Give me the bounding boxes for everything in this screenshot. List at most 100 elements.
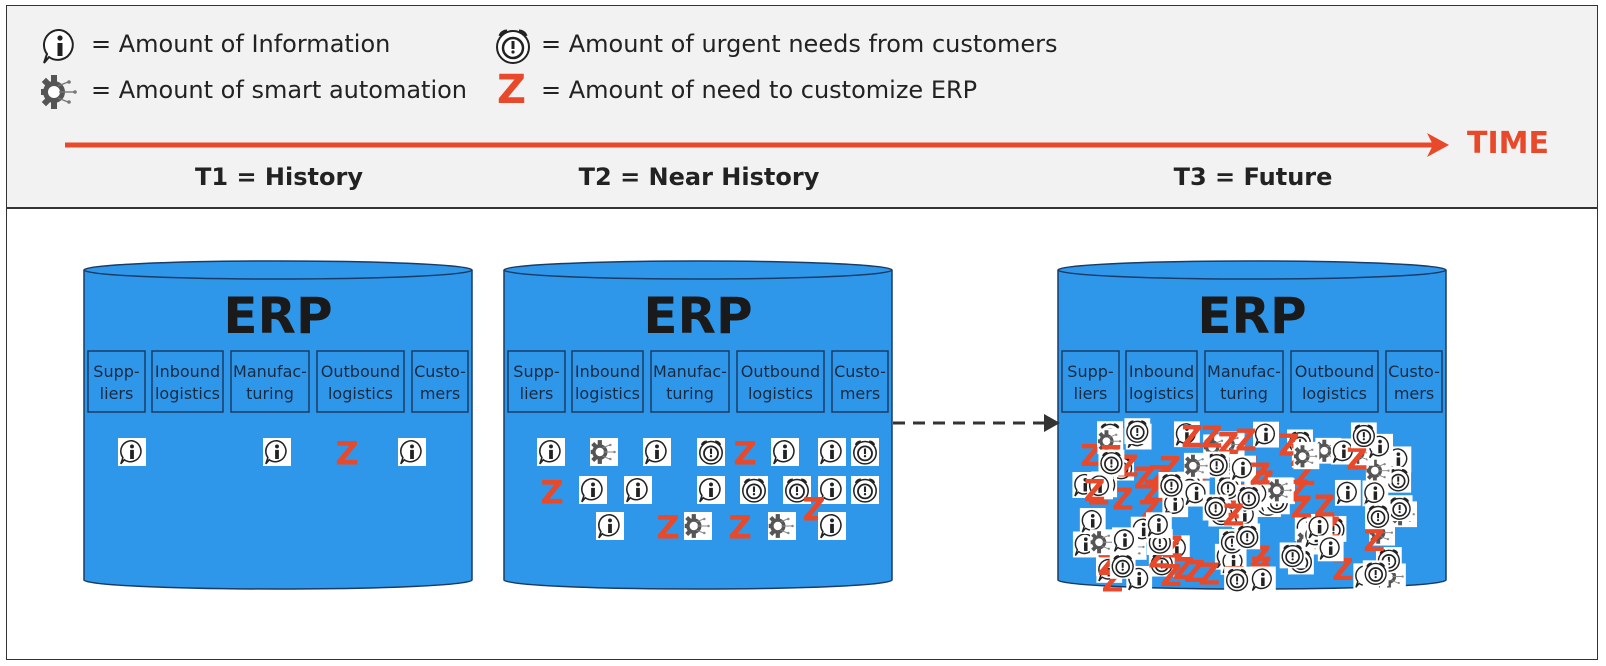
legend-customize-text: = Amount of need to customize ERP (541, 76, 978, 104)
smart-automation-icon (1267, 477, 1294, 504)
customize-z-icon: Z (1249, 458, 1271, 493)
info-icon (1334, 479, 1361, 506)
module-box: Supp-liers (1061, 350, 1120, 413)
customize-z-icon: Z (1173, 552, 1195, 587)
smart-automation-icon (590, 438, 618, 466)
erp-title: ERP (1197, 287, 1306, 345)
info-icon (1111, 527, 1138, 554)
urgent-alarm-icon (1365, 503, 1392, 530)
module-label: turing (666, 384, 714, 403)
module-box: Manufac-turing (650, 350, 730, 413)
module-label: Supp- (1067, 362, 1113, 381)
legend-info-text: = Amount of Information (91, 30, 391, 58)
module-label: liers (1074, 384, 1108, 403)
customize-z-icon: Z (1184, 555, 1206, 590)
module-label: Outbound (321, 362, 400, 381)
urgent-alarm-icon (1224, 566, 1251, 593)
customize-z-icon: Z (1198, 558, 1220, 593)
urgent-alarm-icon (1362, 560, 1389, 587)
info-icon (818, 438, 846, 466)
urgent-alarm-icon (1109, 552, 1136, 579)
period-t2: T2 = Near History (578, 163, 820, 191)
module-box: Outbound logistics (316, 350, 405, 413)
urgent-alarm-icon (1124, 418, 1151, 445)
time-label: TIME (1467, 126, 1549, 161)
customize-z-icon: Z (656, 509, 679, 547)
info-icon (697, 476, 725, 504)
module-box: Supp-liers (507, 350, 566, 413)
smart-automation-icon (1183, 452, 1210, 479)
customize-z-icon: Z (1223, 499, 1245, 534)
customize-z-icon: Z (335, 435, 358, 473)
customize-z-icon: Z (1332, 553, 1354, 588)
module-label: Custo- (1388, 362, 1440, 381)
module-label: mers (1394, 384, 1434, 403)
module-box: Manufac-turing (230, 350, 310, 413)
module-box: Supp-liers (87, 350, 146, 413)
urgent-alarm-icon (1158, 471, 1185, 498)
module-label: Inbound (575, 362, 640, 381)
module-label: Supp- (93, 362, 139, 381)
urgent-alarm-icon (496, 29, 530, 64)
urgent-alarm-icon (1098, 449, 1125, 476)
erp-cylinder-t2: ERPSupp-liersInboundlogisticsManufac-tur… (503, 260, 893, 590)
legend-automation-text: = Amount of smart automation (91, 76, 468, 104)
info-icon (1145, 512, 1172, 539)
urgent-alarm-icon (697, 438, 725, 466)
info-icon (1253, 421, 1279, 448)
module-label: liers (520, 384, 554, 403)
info-icon (537, 438, 565, 466)
info-icon (263, 438, 291, 466)
info-icon (1249, 566, 1276, 593)
legend-header: = Amount of Information = Amount of smar… (7, 6, 1597, 209)
module-label: mers (420, 384, 460, 403)
customize-z-icon: Z (1291, 491, 1313, 526)
erp-cylinder-t3: ERPSupp-liersInboundlogisticsManufac-tur… (1057, 260, 1447, 590)
smart-automation-icon (1293, 443, 1320, 470)
module-label: logistics (1129, 384, 1194, 403)
info-icon (398, 438, 426, 466)
erp-title: ERP (643, 287, 752, 345)
erp-cylinder-t1: ERPSupp-liersInboundlogisticsManufac-tur… (83, 260, 473, 590)
info-icon (1362, 480, 1389, 507)
customize-z-icon: Z (1160, 559, 1182, 594)
legend-urgent-text: = Amount of urgent needs from customers (541, 30, 1058, 58)
smart-automation-icon (41, 75, 77, 109)
module-label: Manufac- (233, 362, 307, 381)
info-icon (118, 438, 146, 466)
urgent-alarm-icon (851, 476, 879, 504)
module-box: Outbound logistics (1290, 350, 1379, 413)
module-label: Custo- (414, 362, 466, 381)
customize-z-icon: Z (728, 509, 751, 547)
urgent-alarm-icon (1350, 422, 1377, 449)
customize-z-icon: Z (1314, 490, 1336, 525)
customize-z-icon: Z (1363, 524, 1385, 559)
module-label: logistics (1302, 384, 1367, 403)
info-icon (1317, 535, 1344, 562)
module-label: Supp- (513, 362, 559, 381)
module-label: Outbound (741, 362, 820, 381)
customize-z-icon: Z (1112, 482, 1134, 517)
module-label: turing (246, 384, 294, 403)
module-label: mers (840, 384, 880, 403)
module-label: logistics (328, 384, 393, 403)
customize-z-icon: Z (1201, 420, 1223, 455)
info-icon (643, 438, 671, 466)
urgent-alarm-icon (740, 476, 768, 504)
module-label: Manufac- (653, 362, 727, 381)
module-label: Manufac- (1207, 362, 1281, 381)
module-label: Inbound (155, 362, 220, 381)
module-label: Outbound (1295, 362, 1374, 381)
module-box: Manufac-turing (1204, 350, 1284, 413)
transition-arrow (893, 414, 1060, 432)
module-box: Custo-mers (411, 350, 469, 413)
module-label: liers (100, 384, 134, 403)
period-t1: T1 = History (195, 163, 363, 191)
urgent-alarm-icon (1279, 542, 1306, 569)
customize-z-icon: Z (1235, 424, 1257, 459)
